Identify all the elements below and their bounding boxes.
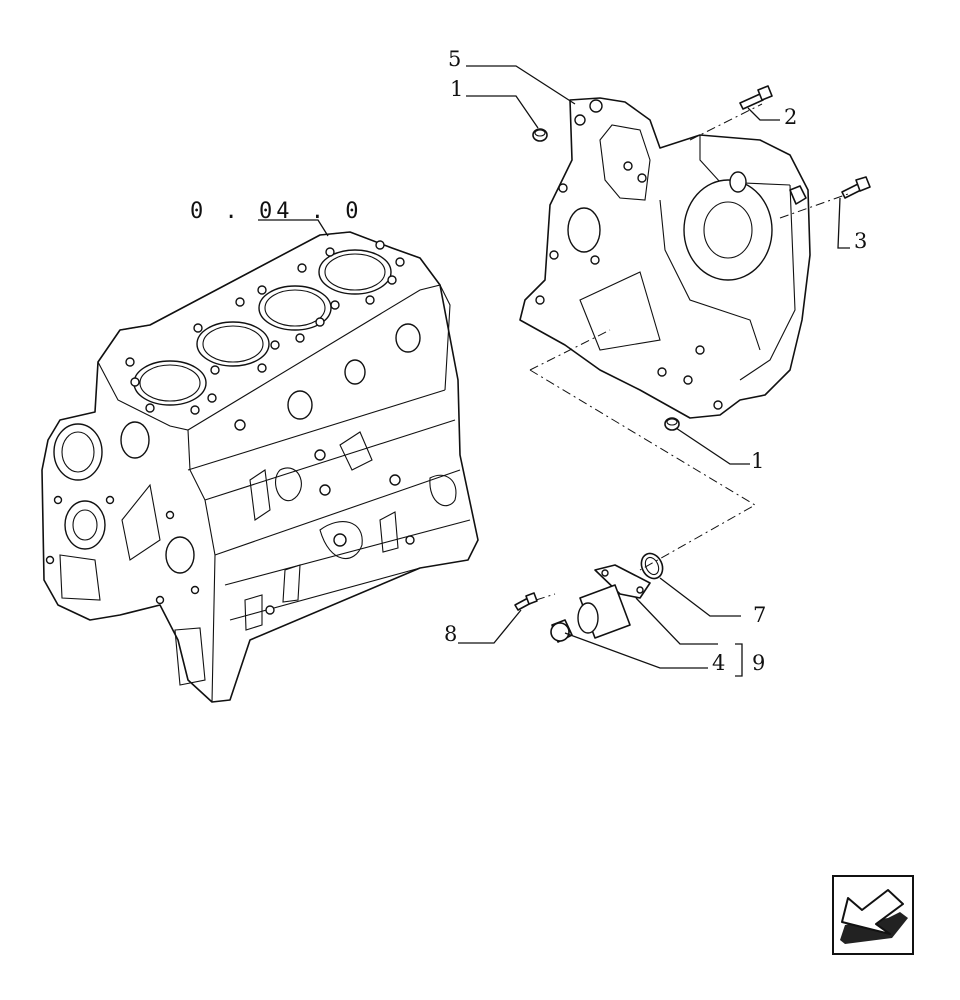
callout-2: 2 xyxy=(784,105,797,129)
filler-cap xyxy=(550,619,573,643)
callout-1-upper: 1 xyxy=(450,77,463,101)
callout-8: 8 xyxy=(444,622,457,646)
callout-7: 7 xyxy=(753,603,766,627)
screw-8 xyxy=(514,592,538,611)
reference-number: 0 . 04 . 0 xyxy=(190,199,362,224)
assembly-centerlines xyxy=(529,103,849,601)
screw-2 xyxy=(739,85,773,110)
plug-lower xyxy=(664,417,680,431)
reference-leader xyxy=(258,219,329,237)
callout-3: 3 xyxy=(854,229,867,253)
plug-upper xyxy=(532,128,548,142)
o-ring xyxy=(640,552,664,580)
callout-1-lower: 1 xyxy=(751,449,764,473)
filler-tube xyxy=(577,564,651,639)
callout-4: 4 xyxy=(712,651,725,675)
callout-5: 5 xyxy=(448,47,461,71)
engine-block xyxy=(41,231,479,703)
previous-page-arrow-icon[interactable] xyxy=(832,875,914,955)
screw-3 xyxy=(841,176,871,199)
timing-cover-housing xyxy=(519,97,811,419)
callout-leaders xyxy=(458,65,850,677)
callout-9: 9 xyxy=(752,651,765,675)
